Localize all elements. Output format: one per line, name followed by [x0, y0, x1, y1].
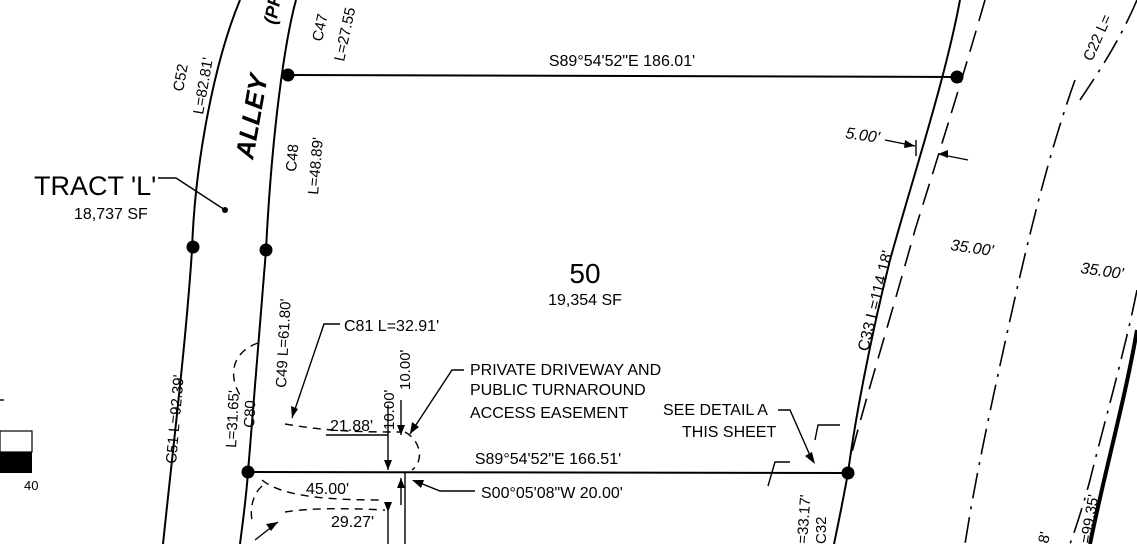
detail-note-line2: THIS SHEET	[682, 424, 776, 441]
c22-label: C22 L=	[1080, 12, 1115, 64]
easement-note-line2: PUBLIC TURNAROUND	[470, 382, 646, 399]
easement-arrow	[410, 422, 419, 434]
dim-45: 45.00'	[306, 481, 349, 498]
row-line-2	[1069, 289, 1137, 544]
c32-len: =33.17'	[794, 494, 814, 544]
row-label-1: 35.00'	[949, 237, 995, 260]
c52-id: C52	[170, 63, 192, 93]
alley-label: ALLEY	[229, 69, 274, 162]
s00-leader	[419, 482, 475, 492]
c48-id: C48	[283, 143, 302, 172]
c80-len: L=31.65'	[223, 390, 243, 448]
alley-point-east	[259, 243, 273, 257]
lot-south-line	[247, 471, 849, 474]
scale-bar-label: 40	[24, 478, 38, 493]
setback-arrow-left	[904, 140, 915, 148]
detail-bracket	[814, 424, 840, 441]
tract-area: 18,737 SF	[74, 206, 148, 223]
sw-arrow	[266, 522, 278, 531]
setback-line	[849, 0, 986, 461]
dim-10-a: 10.00'	[381, 389, 398, 430]
easement-note-line1: PRIVATE DRIVEWAY AND	[470, 362, 661, 379]
c80-id: C80	[241, 400, 259, 428]
lot-north-line	[287, 74, 958, 78]
tract-name: TRACT 'L'	[34, 171, 156, 201]
c47-id: C47	[309, 12, 331, 42]
lot-number: 50	[569, 258, 600, 289]
scale-bar-white	[0, 430, 33, 453]
turnaround-curve	[404, 431, 421, 471]
alley-partial: (PR	[260, 0, 285, 26]
corner-nw	[281, 68, 295, 82]
row-line-3	[1079, 0, 1137, 101]
dim-vert-10-b-arrow	[397, 425, 405, 435]
tract-leader	[158, 177, 226, 211]
short-line-bearing: S00°05'08"W 20.00'	[481, 485, 623, 502]
easement-leader	[409, 369, 464, 435]
south-line-bearing: S89°54'52"E 166.51'	[475, 451, 621, 468]
c51-label: C51 L=92.39'	[163, 374, 188, 464]
c81-leader	[291, 323, 340, 419]
c81-label: C81 L=32.91'	[344, 318, 439, 335]
c32-id: C32	[813, 516, 830, 544]
c49-label: C49 L=61.80'	[273, 298, 295, 388]
far-num-label: 8'	[1035, 530, 1054, 544]
detail-note-line1: SEE DETAIL A	[663, 402, 768, 419]
detail-bracket-2	[767, 461, 790, 487]
dim-10-b: 10.00'	[397, 349, 414, 390]
far-len-label: =99.35'	[1077, 493, 1102, 544]
c49-arc	[232, 342, 259, 396]
c33-label: C33 L=114.18'	[855, 249, 896, 353]
detail-leader	[778, 409, 813, 461]
road-edge	[1088, 329, 1137, 544]
dim-29-arrow	[384, 502, 392, 512]
dim-21-88: 21.88'	[330, 418, 373, 435]
north-line-bearing: S89°54'52"E 186.01'	[549, 53, 695, 70]
dim-45-curve	[261, 479, 381, 501]
corner-se	[841, 466, 855, 480]
c81-curve	[284, 423, 401, 433]
dim-29-curve	[284, 508, 386, 513]
dim-29-27: 29.27'	[331, 514, 374, 531]
row-line-1	[964, 79, 1076, 544]
setback-label: 5.00'	[844, 125, 881, 147]
row-label-2: 35.00'	[1079, 260, 1125, 283]
scale-bar-black	[0, 452, 32, 473]
detail-arrow	[805, 452, 815, 464]
sw-dashed	[250, 485, 263, 521]
s00-arrow	[412, 480, 424, 488]
corner-ne	[950, 70, 964, 84]
c47-len: L=27.55	[331, 6, 359, 63]
c48-len: L=48.89'	[305, 136, 327, 195]
alley-point-west	[186, 240, 200, 254]
dim-vert-10-a-arrow	[384, 460, 392, 470]
corner-sw	[241, 465, 255, 479]
easement-note-line3: ACCESS EASEMENT	[470, 405, 628, 422]
c81-arrow	[291, 406, 298, 418]
setback-arrow-right	[938, 150, 948, 158]
lot-area: 19,354 SF	[548, 292, 622, 309]
lot-east-curve	[833, 0, 961, 544]
